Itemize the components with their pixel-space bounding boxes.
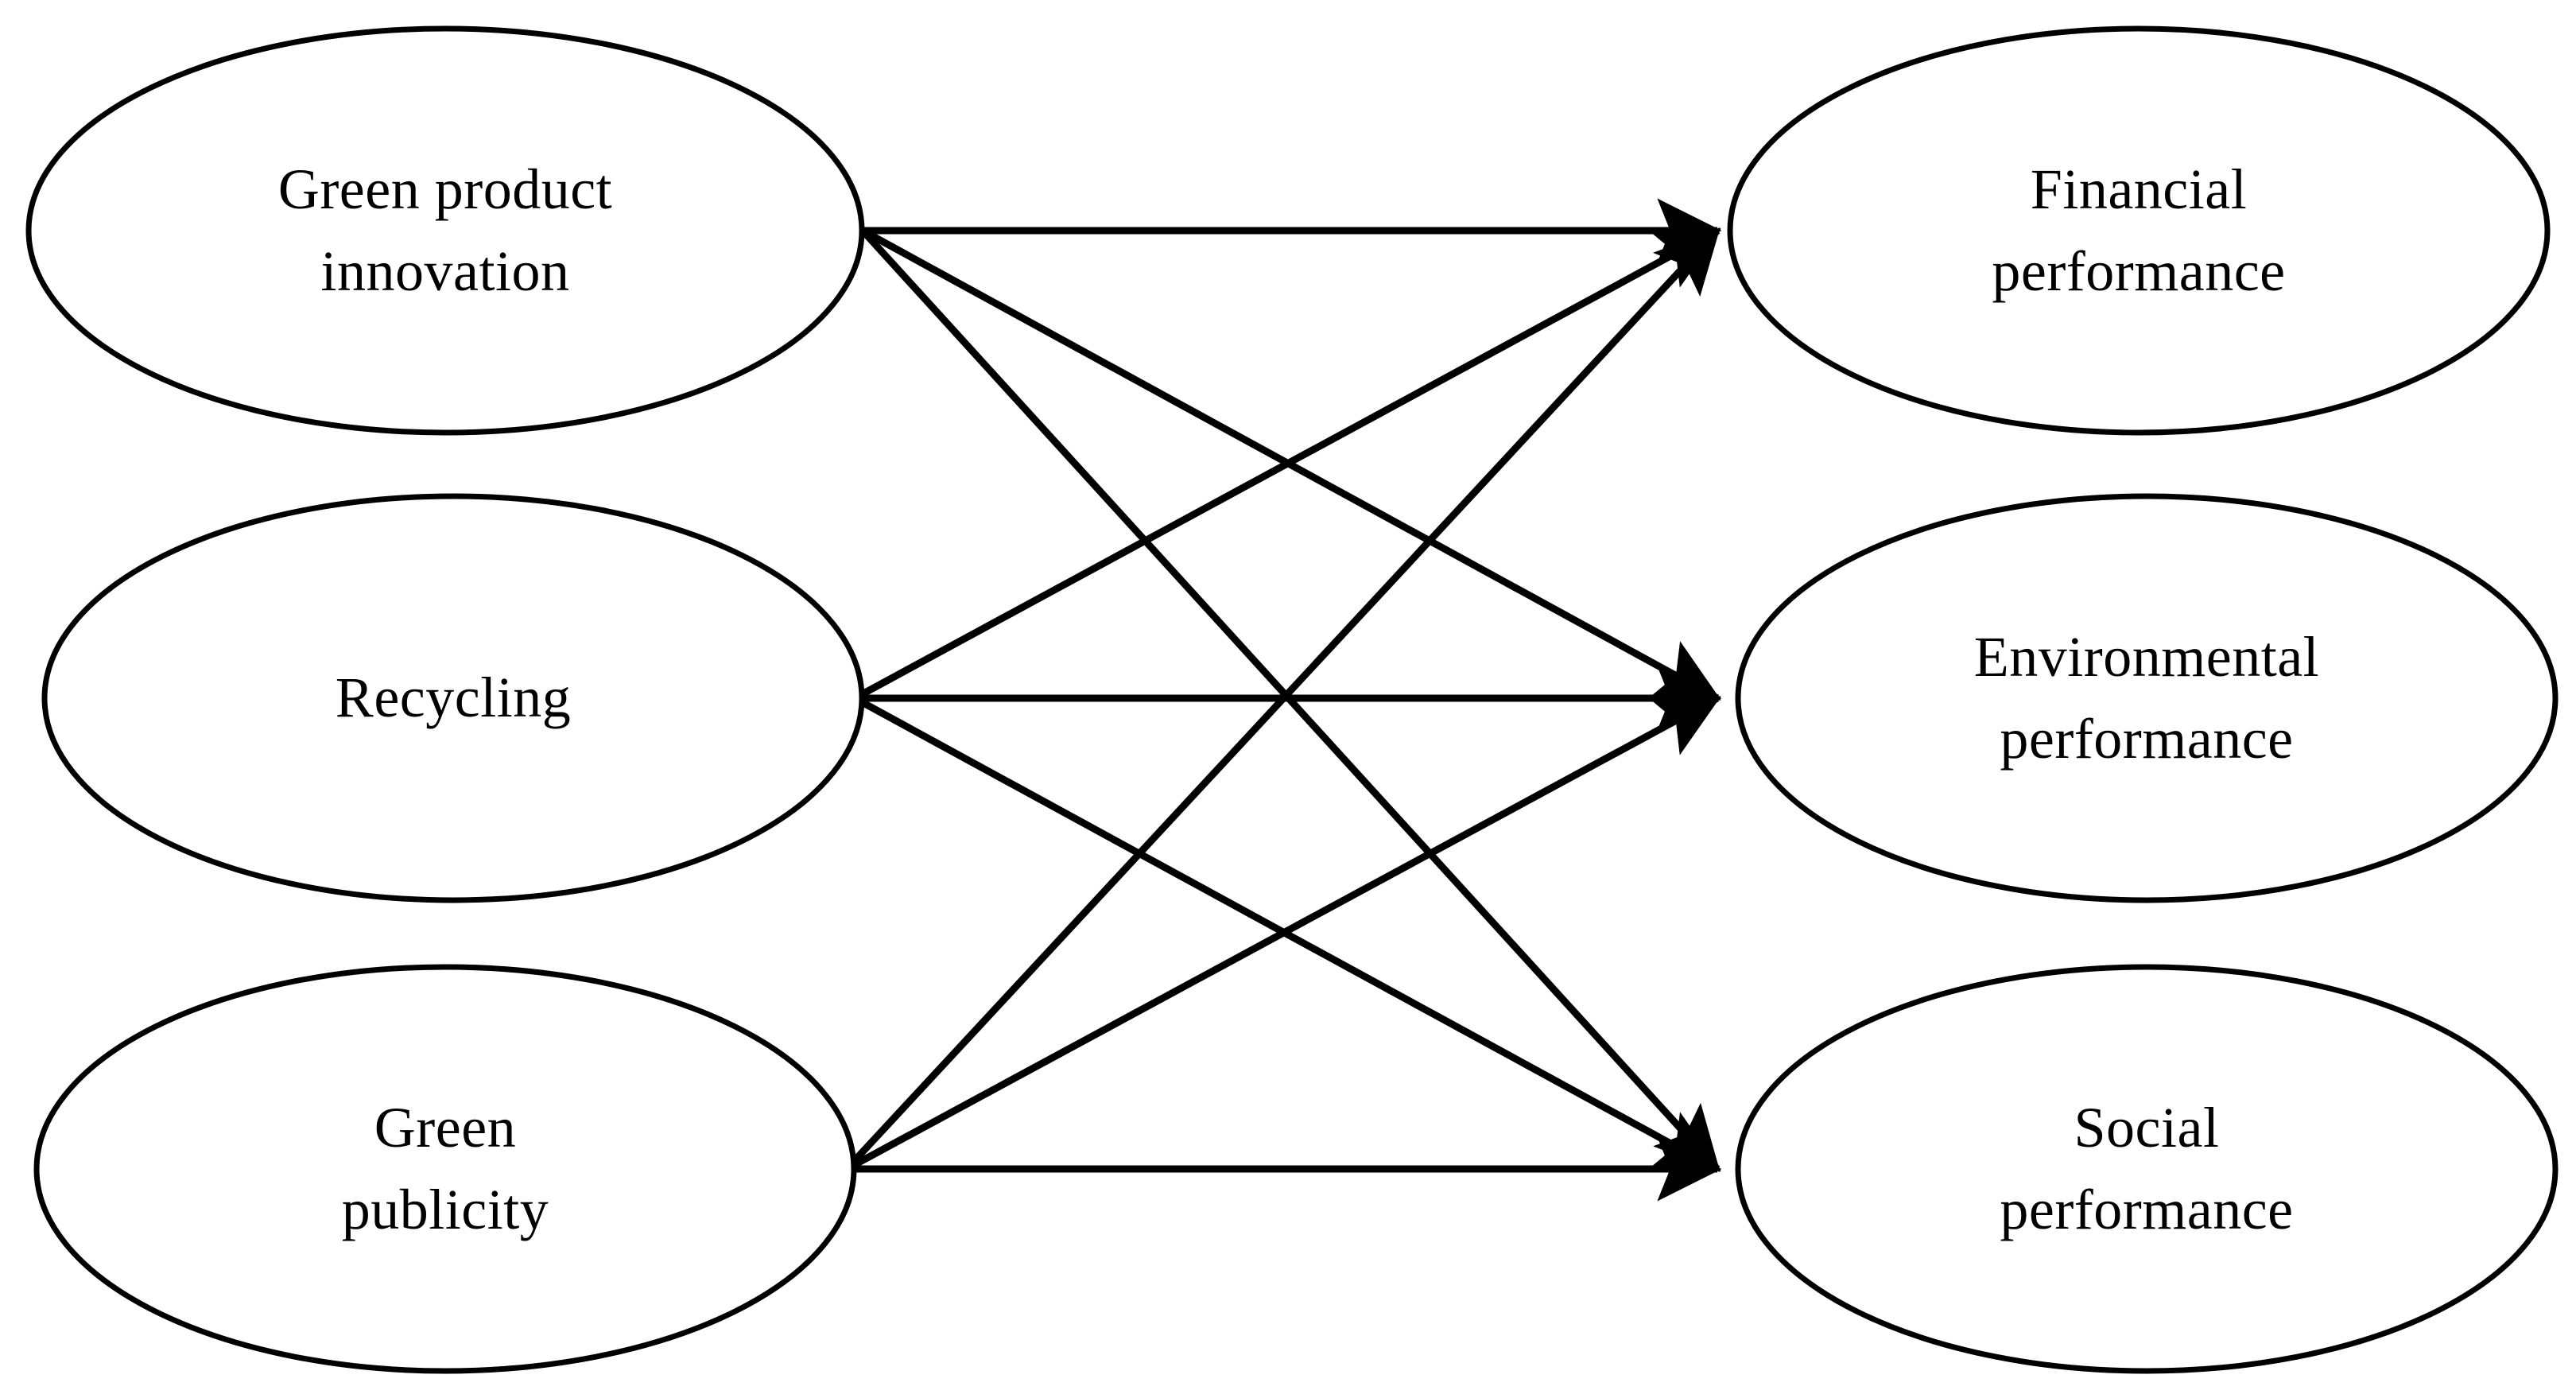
node-layer — [25, 25, 2559, 1374]
node-recycling[interactable] — [41, 493, 865, 903]
edge-gp-to-ep — [844, 695, 1721, 1172]
edge-gp-to-fp — [844, 227, 1721, 1172]
node-environmental-performance[interactable] — [1735, 493, 2559, 903]
edge-layer — [844, 198, 1722, 1202]
edge-rec-to-fp — [852, 227, 1721, 701]
node-green-product-innovation[interactable] — [25, 25, 865, 436]
node-green-publicity[interactable] — [33, 964, 857, 1374]
node-social-performance[interactable] — [1735, 964, 2559, 1374]
node-financial-performance[interactable] — [1727, 25, 2551, 436]
